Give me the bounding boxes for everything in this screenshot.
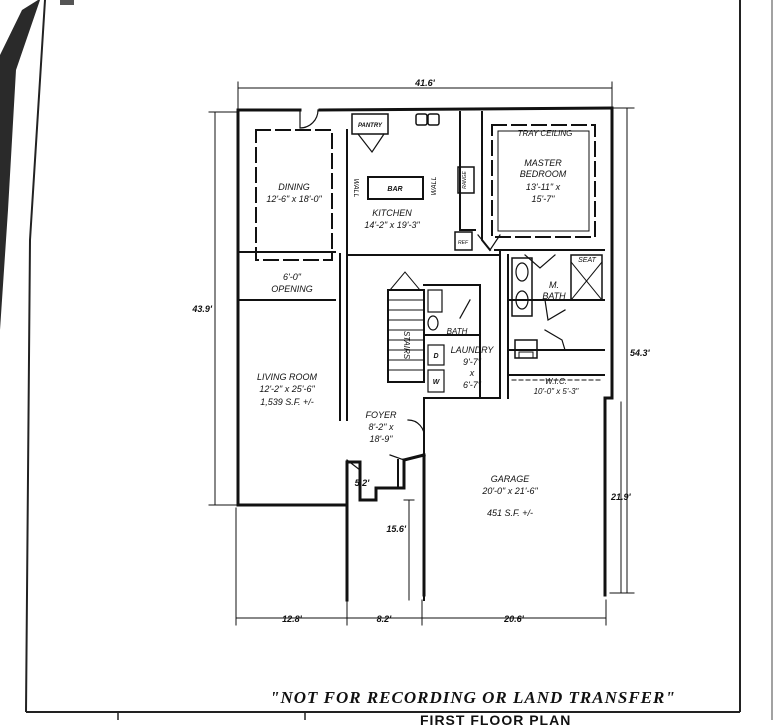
vanity-sinks	[511, 257, 533, 317]
master-size-2: 15'-7"	[532, 194, 556, 204]
bath-toilet	[427, 315, 439, 331]
wic-size: 10'-0" x 5'-3"	[534, 387, 580, 396]
kitchen-bar-island	[367, 176, 424, 200]
master-size-1: 13'-11" x	[526, 182, 561, 192]
kitchen-wall-right: WALL	[431, 176, 438, 195]
dimension-right	[609, 107, 635, 594]
laundry-name: LAUNDRY	[451, 345, 495, 355]
dim-bottom-label-3: 20.6'	[503, 614, 525, 624]
washer-box	[427, 369, 445, 393]
laundry-x: x	[469, 368, 475, 378]
scan-edge-left	[0, 0, 40, 330]
foyer-size-2: 18'-9"	[370, 434, 394, 444]
bath-vanity	[427, 289, 443, 313]
exterior-walls	[236, 106, 614, 602]
kitchen-name: KITCHEN	[372, 208, 412, 218]
ref-label: REF	[458, 240, 469, 246]
laundry-size-1: 9'-7"	[463, 357, 482, 367]
range-box	[457, 166, 475, 194]
mbath-name-1: M.	[549, 280, 559, 290]
pantry-label: PANTRY	[358, 123, 383, 129]
washer-label: W	[433, 379, 441, 386]
living-name: LIVING ROOM	[257, 372, 318, 382]
seat-box	[570, 254, 603, 301]
mbath-name-2: BATH	[542, 291, 566, 301]
dining-name: DINING	[278, 182, 310, 192]
toilet-bowl	[518, 351, 534, 359]
garage-size: 20'-0" x 21'-6"	[481, 486, 538, 496]
dimension-bottom	[235, 507, 607, 626]
tray-ceiling-label: TRAY CEILING	[518, 129, 573, 138]
wic-name: W.I.C.	[545, 377, 567, 386]
dim-top-label: 41.6'	[414, 78, 436, 88]
master-name-2: BEDROOM	[520, 169, 567, 179]
scan-smudge-top	[60, 0, 74, 5]
ref-box	[454, 231, 473, 251]
door-swings	[299, 109, 566, 471]
foyer-name: FOYER	[365, 410, 397, 420]
laundry-size-2: 6'-7"	[463, 380, 482, 390]
dryer-box	[427, 344, 445, 366]
sink-right	[427, 113, 440, 126]
dining-ceiling	[255, 129, 333, 261]
garage-sf: 451 S.F. +/-	[487, 508, 533, 518]
opening-name: OPENING	[271, 284, 313, 294]
kitchen-size: 14'-2" x 19'-3"	[364, 220, 420, 230]
stair-treads	[387, 271, 425, 371]
title-block-text: FIRST FLOOR PLAN	[420, 712, 572, 728]
dryer-label: D	[433, 353, 438, 360]
foyer-size-1: 8'-2" x	[369, 422, 394, 432]
opening-size: 6'-0"	[283, 272, 302, 282]
dim-right-label: 54.3'	[630, 348, 651, 358]
seat-label: SEAT	[578, 257, 596, 264]
dim-bottom-label-2: 8.2'	[377, 614, 393, 624]
dimension-top	[237, 81, 613, 111]
pantry-box	[351, 113, 389, 135]
stairs-label: STAIRS	[402, 331, 411, 360]
recording-note: "NOT FOR RECORDING OR LAND TRANSFER"	[270, 688, 676, 707]
tray-ceiling	[491, 124, 596, 238]
dim-garage-right-label: 21.9'	[610, 492, 632, 502]
seat-cross-2	[570, 261, 603, 301]
bar-label: BAR	[387, 186, 402, 193]
garage-name: GARAGE	[491, 474, 531, 484]
dimension-left	[208, 111, 237, 506]
sink-left	[415, 113, 428, 126]
sink-1	[515, 262, 529, 282]
dim-step-label: 5.2'	[355, 478, 371, 488]
interior-walls	[237, 111, 605, 489]
dimension-porch	[403, 499, 415, 601]
dim-left-label: 43.9'	[191, 304, 213, 314]
living-size: 12'-2" x 25'-6"	[259, 384, 315, 394]
tray-ceiling-inner	[497, 130, 590, 232]
dining-size: 12'-6" x 18'-0"	[266, 194, 322, 204]
page-border	[25, 0, 46, 713]
kitchen-wall-left: WALL	[352, 179, 359, 198]
master-name-1: MASTER	[524, 158, 562, 168]
range-label: RANGE	[462, 170, 468, 188]
living-sf: 1,539 S.F. +/-	[260, 397, 314, 407]
sink-2	[515, 290, 529, 310]
dim-porch-label: 15.6'	[386, 524, 407, 534]
dim-bottom-label-1: 12.8'	[282, 614, 303, 624]
bath-label: BATH	[447, 327, 468, 336]
